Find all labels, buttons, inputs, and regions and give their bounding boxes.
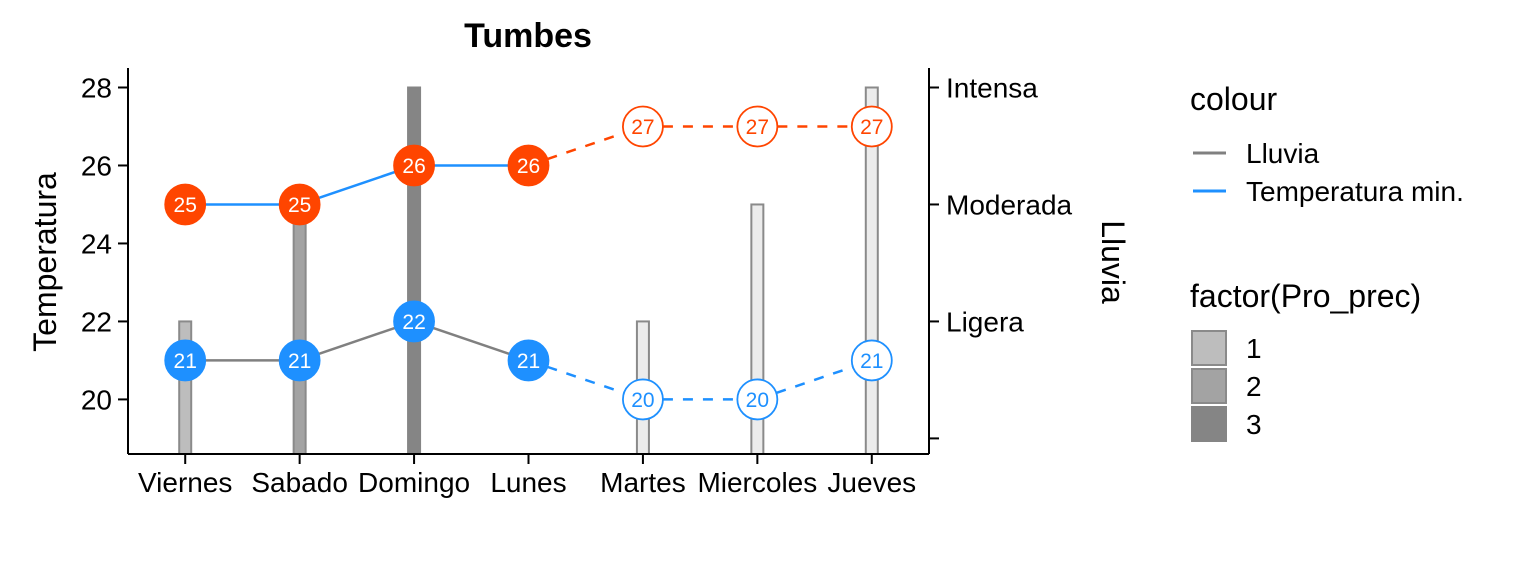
- legend-label-factor-1: 1: [1246, 333, 1262, 364]
- point-tmax-viernes: [164, 183, 207, 226]
- data-label-tmax-martes: 27: [631, 116, 654, 139]
- legend-colour: colour Lluvia Temperatura min.: [1190, 81, 1464, 207]
- legend-label-lluvia: Lluvia: [1246, 138, 1320, 169]
- legend-swatch-factor-1: [1191, 330, 1227, 366]
- data-label-tmax-jueves: 27: [860, 116, 883, 139]
- y2-tick-label-intensa: Intensa: [946, 72, 1038, 103]
- point-tmin-sabado: [278, 339, 321, 382]
- legend-label-temperatura-min: Temperatura min.: [1246, 176, 1464, 207]
- data-label-tmin-sabado: 21: [288, 350, 311, 373]
- y2-axis-title: Lluvia: [1095, 220, 1131, 304]
- data-label-tmin-domingo: 22: [402, 311, 425, 334]
- legend-colour-title: colour: [1190, 81, 1278, 117]
- rain-bar-sabado: [292, 203, 307, 455]
- point-tmin-viernes: [164, 339, 207, 382]
- plot-area: 25 25 26 26 27 27 27 21 21 22 21 20 20 21: [164, 86, 893, 456]
- data-label-tmax-sabado: 25: [288, 194, 311, 217]
- data-label-tmin-viernes: 21: [174, 350, 197, 373]
- data-label-tmax-viernes: 25: [174, 194, 197, 217]
- x-tick-label-jueves: Jueves: [827, 467, 916, 498]
- x-axis-ticks: Viernes Sabado Domingo Lunes Martes Miercoles…: [138, 454, 916, 498]
- legend-label-factor-3: 3: [1246, 409, 1262, 440]
- rain-bar-domingo: [407, 86, 422, 455]
- point-tmax-jueves: [850, 105, 893, 148]
- point-tmin-domingo: [393, 300, 435, 343]
- point-tmax-miercoles: [736, 105, 779, 148]
- x-tick-label-miercoles: Miercoles: [697, 467, 817, 498]
- y-tick-label-24: 24: [81, 228, 112, 259]
- x-tick-label-sabado: Sabado: [251, 467, 348, 498]
- point-tmin-lunes: [507, 339, 550, 382]
- legend-swatch-factor-3: [1191, 406, 1227, 442]
- x-tick-label-domingo: Domingo: [358, 467, 470, 498]
- y2-axis-ticks: Ligera Moderada Intensa: [929, 72, 1073, 440]
- point-tmax-lunes: [507, 144, 550, 187]
- point-tmin-jueves: [850, 339, 893, 382]
- y-axis-title: Temperatura: [27, 172, 63, 352]
- point-tmax-sabado: [278, 183, 321, 226]
- data-label-tmin-jueves: 21: [860, 350, 883, 373]
- y-tick-label-28: 28: [81, 72, 112, 103]
- data-label-tmax-domingo: 26: [402, 155, 425, 178]
- point-tmax-domingo: [393, 144, 435, 187]
- data-label-tmin-miercoles: 20: [746, 389, 769, 412]
- legend-label-factor-2: 2: [1246, 371, 1262, 402]
- x-tick-label-viernes: Viernes: [138, 467, 232, 498]
- y-axis-ticks: 20 22 24 26 28: [81, 72, 128, 415]
- legend-factor: factor(Pro_prec) 1 2 3: [1190, 278, 1421, 442]
- y-tick-label-22: 22: [81, 306, 112, 337]
- data-label-tmin-lunes: 21: [517, 350, 540, 373]
- x-tick-label-lunes: Lunes: [490, 467, 566, 498]
- legend-swatch-factor-2: [1191, 368, 1227, 404]
- y2-tick-label-ligera: Ligera: [946, 306, 1024, 337]
- data-label-tmax-lunes: 26: [517, 155, 540, 178]
- chart-title: Tumbes: [464, 17, 592, 55]
- legend-factor-title: factor(Pro_prec): [1190, 278, 1421, 314]
- x-tick-label-martes: Martes: [600, 467, 686, 498]
- y-tick-label-26: 26: [81, 150, 112, 181]
- data-label-tmax-miercoles: 27: [746, 116, 769, 139]
- point-tmin-martes: [622, 378, 664, 421]
- data-label-tmin-martes: 20: [631, 389, 654, 412]
- y-tick-label-20: 20: [81, 384, 112, 415]
- point-tmax-martes: [622, 105, 664, 148]
- point-tmin-miercoles: [736, 378, 779, 421]
- y2-tick-label-moderada: Moderada: [946, 189, 1073, 220]
